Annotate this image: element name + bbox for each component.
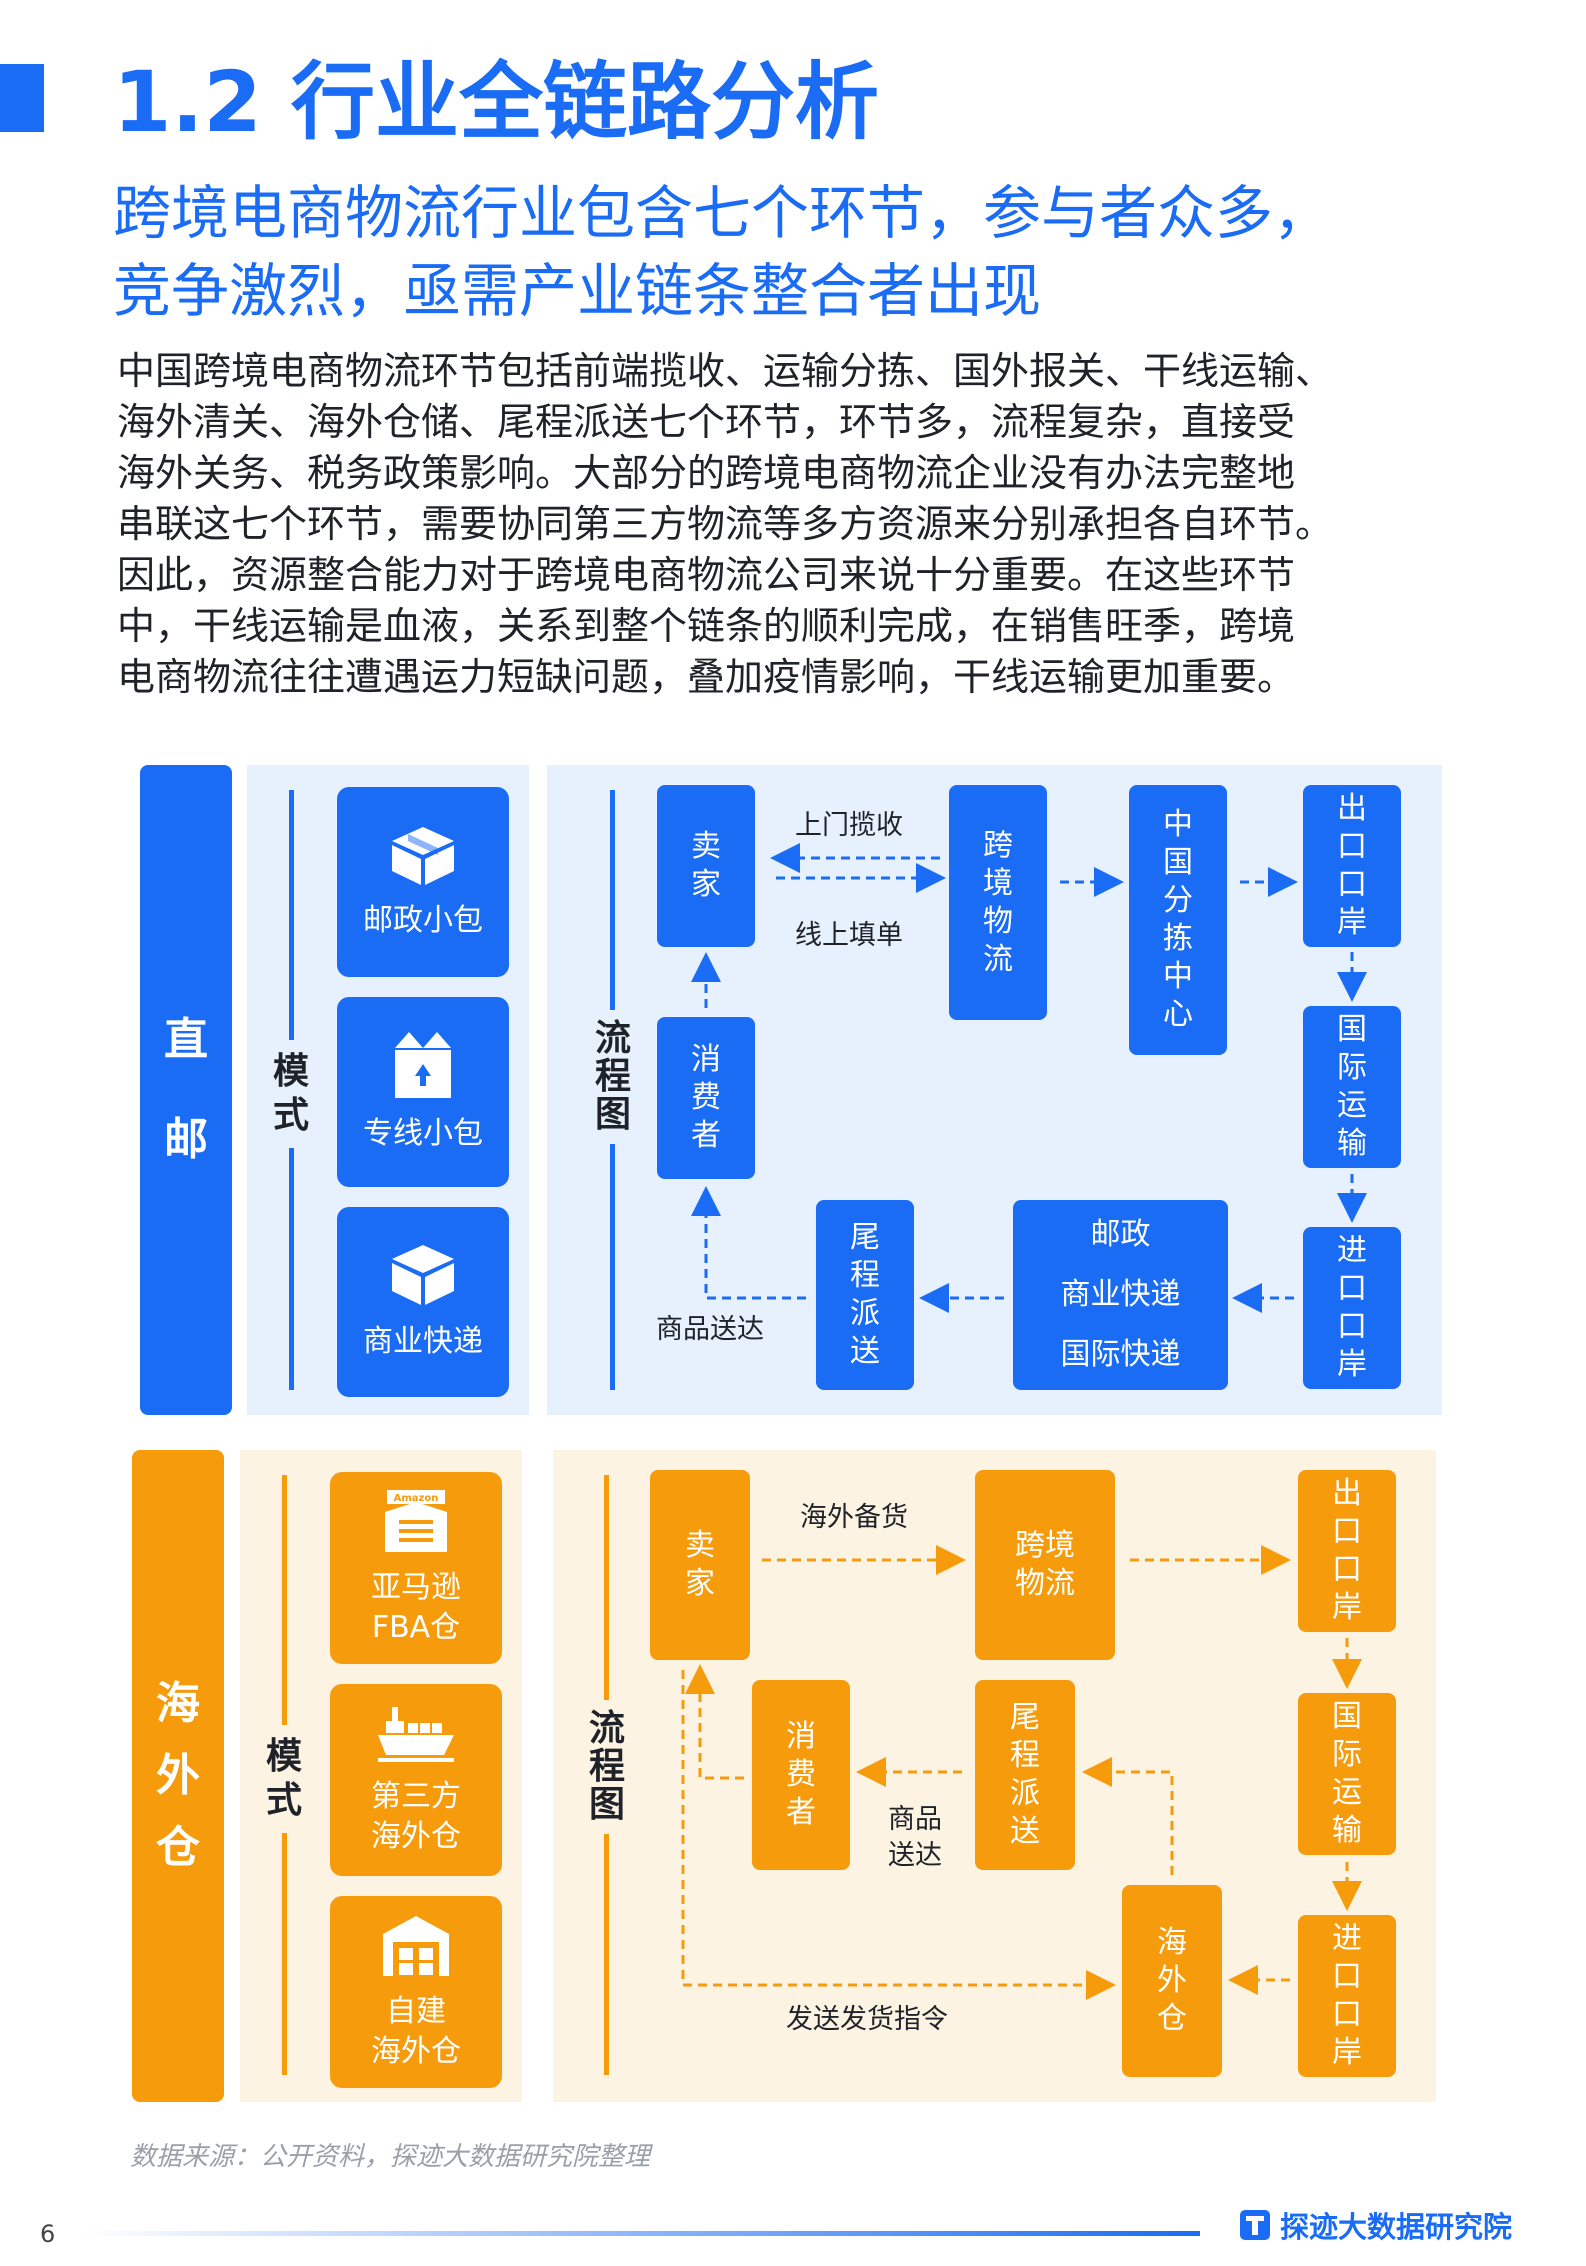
edge-label-online-order: 线上填单 [795, 920, 903, 951]
body-line: 中国跨境电商物流环节包括前端揽收、运输分拣、国外报关、干线运输、 [117, 349, 1334, 393]
overseas-node-seller: 卖家 [650, 1470, 750, 1660]
body-paragraph: 中国跨境电商物流环节包括前端揽收、运输分拣、国外报关、干线运输、 海外清关、海外… [117, 346, 1507, 703]
mode-card-dedicated-line: 专线小包 [337, 997, 509, 1187]
mode-card-third-party: 第三方 海外仓 [330, 1684, 502, 1876]
direct-node-sorting-center: 中国分拣中心 [1129, 785, 1227, 1055]
overseas-node-import-port: 进口口岸 [1298, 1915, 1396, 2077]
body-line: 电商物流往往遭遇运力短缺问题，叠加疫情影响，干线运输更加重要。 [117, 655, 1296, 699]
overseas-mode-panel: 模式 Amazon 亚马逊 FBA仓 第三方 海外仓 [240, 1450, 522, 2102]
overseas-node-cross-border: 跨境 物流 [975, 1470, 1115, 1660]
footer-gradient-line [80, 2231, 1200, 2236]
title-accent-bar [0, 64, 44, 132]
overseas-warehouse-label: 海外仓 [156, 1678, 200, 1873]
mode-card-label: 自建 海外仓 [371, 1994, 461, 2069]
body-line: 中，干线运输是血液，关系到整个链条的顺利完成，在销售旺季，跨境 [117, 604, 1296, 648]
body-line: 海外关务、税务政策影响。大部分的跨境电商物流企业没有办法完整地 [117, 451, 1296, 495]
direct-mail-label: 直邮 [164, 1014, 208, 1165]
mode-card-self-built: 自建 海外仓 [330, 1896, 502, 2088]
mode-card-label: 亚马逊 FBA仓 [371, 1570, 461, 1645]
mode-card-label: 第三方 海外仓 [371, 1779, 461, 1854]
amazon-logo-text: Amazon [394, 1493, 439, 1504]
brand-icon [1240, 2210, 1270, 2240]
subtitle-line-1: 跨境电商物流行业包含七个环节，参与者众多， [113, 179, 1332, 247]
cargo-ship-icon [378, 1707, 454, 1762]
edge-label-delivery: 商品送达 [656, 1314, 764, 1345]
brand-name: 探迹大数据研究院 [1280, 2210, 1513, 2244]
body-line: 海外清关、海外仓储、尾程派送七个环节，环节多，流程复杂，直接受 [117, 400, 1296, 444]
brand-logo: 探迹大数据研究院 [1240, 2204, 1512, 2246]
direct-flow-label: 流程图 [591, 1010, 635, 1144]
page-number: 6 [40, 2220, 56, 2248]
direct-mode-panel: 模式 邮政小包 专线小包 商业快递 [247, 765, 529, 1415]
overseas-node-export-port: 出口口岸 [1298, 1470, 1396, 1632]
direct-node-cross-border-logistics: 跨境物流 [949, 785, 1047, 1020]
direct-node-intl-transport: 国际运输 [1303, 1006, 1401, 1168]
arrow-to-consumer [691, 1186, 806, 1300]
overseas-node-last-mile: 尾程派送 [975, 1680, 1075, 1870]
overseas-flow-label: 流程图 [585, 1700, 629, 1834]
arrow-ship-order [681, 1670, 1116, 2000]
data-source: 数据来源：公开资料，探迹大数据研究院整理 [130, 2142, 651, 2172]
mode-card-postal-parcel: 邮政小包 [337, 787, 509, 977]
page-title: 1.2 行业全链路分析 [113, 53, 880, 151]
package-icon [392, 827, 454, 885]
mode-card-label: 商业快递 [363, 1324, 483, 1359]
direct-mail-bar: 直邮 [140, 765, 232, 1415]
page-subtitle: 跨境电商物流行业包含七个环节，参与者众多， 竞争激烈，亟需产业链条整合者出现 [113, 174, 1331, 330]
subtitle-line-2: 竞争激烈，亟需产业链条整合者出现 [113, 257, 1042, 325]
direct-node-export-port: 出口口岸 [1303, 785, 1401, 947]
mode-card-amazon-fba: Amazon 亚马逊 FBA仓 [330, 1472, 502, 1664]
direct-node-seller: 卖家 [657, 785, 755, 947]
edge-label-delivery: 商品 送达 [888, 1804, 942, 1871]
amazon-warehouse-icon: Amazon [385, 1490, 447, 1552]
overseas-node-consumer: 消费者 [752, 1680, 850, 1870]
box-up-arrow-icon [395, 1032, 451, 1098]
carrier-intl-express: 国际快递 [1060, 1337, 1181, 1372]
overseas-node-intl-transport: 国际运输 [1298, 1693, 1396, 1855]
edge-label-ship-order: 发送发货指令 [786, 2004, 948, 2035]
carrier-commercial: 商业快递 [1060, 1277, 1181, 1312]
direct-node-consumer: 消费者 [657, 1017, 755, 1179]
direct-mode-label: 模式 [269, 1040, 313, 1148]
carrier-postal: 邮政 [1090, 1217, 1151, 1252]
warehouse-icon [383, 1916, 449, 1976]
overseas-warehouse-bar: 海外仓 [132, 1450, 224, 2102]
arrow-to-last-mile-o [1082, 1757, 1174, 1875]
overseas-mode-label: 模式 [262, 1725, 306, 1833]
arrow-consumer-to-seller [685, 1664, 744, 1780]
edge-label-stock: 海外备货 [800, 1502, 908, 1533]
cube-icon [392, 1245, 454, 1305]
direct-node-last-mile: 尾程派送 [816, 1200, 914, 1390]
mode-card-label: 邮政小包 [363, 903, 483, 938]
direct-node-import-port: 进口口岸 [1303, 1227, 1401, 1389]
direct-node-carriers: 邮政 商业快递 国际快递 [1013, 1200, 1228, 1390]
overseas-node-warehouse: 海外仓 [1122, 1885, 1222, 2077]
edge-label-pickup: 上门揽收 [795, 810, 903, 841]
body-line: 串联这七个环节，需要协同第三方物流等多方资源来分别承担各自环节。 [117, 502, 1334, 546]
mode-card-label: 专线小包 [363, 1116, 483, 1151]
mode-card-commercial-express: 商业快递 [337, 1207, 509, 1397]
body-line: 因此，资源整合能力对于跨境电商物流公司来说十分重要。在这些环节 [117, 553, 1296, 597]
